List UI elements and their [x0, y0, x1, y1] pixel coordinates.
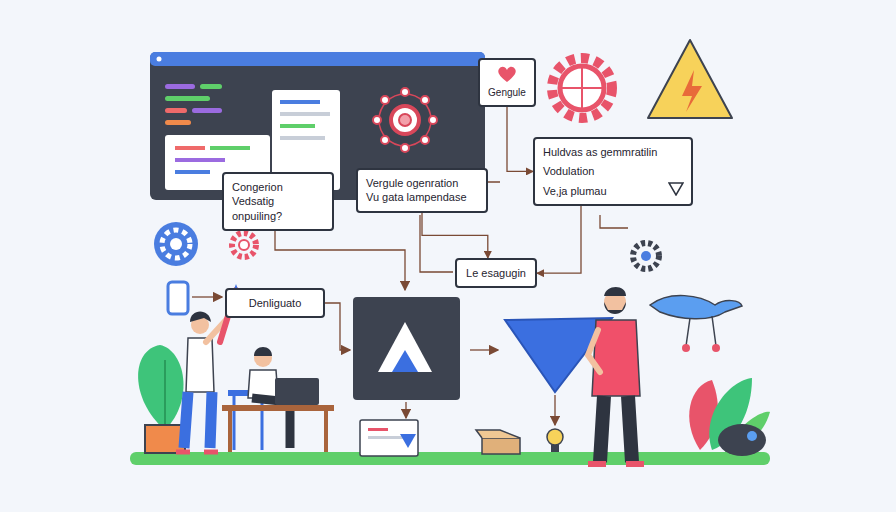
warning-sign: [648, 40, 732, 118]
node-text: Gengule: [484, 86, 530, 99]
node-text: Vodulation: [543, 164, 665, 178]
flow-connector: [507, 107, 533, 171]
node-text: Denliguato: [235, 296, 315, 310]
flow-connector: [422, 213, 488, 258]
process-box: Vergule ogenrationVu gata lampendase: [356, 168, 488, 213]
process-box: CongerionVedsatig onpuiling?: [222, 172, 334, 231]
node-text: Vu gata lampendase: [366, 190, 478, 204]
plant-left: [138, 345, 185, 453]
process-box: Denliguato: [225, 288, 325, 318]
node-text: Congerion: [232, 180, 324, 194]
ground: [130, 452, 770, 465]
process-box: Huldvas as gemmratilinVodulationVe,ja pl…: [533, 137, 693, 206]
node-text: Huldvas as gemmratilin: [543, 145, 665, 159]
bottom-items: [360, 420, 563, 456]
desk-worker: [222, 347, 334, 452]
dropdown-triangle: [668, 182, 684, 196]
flow-connector: [537, 206, 581, 273]
phone-icon: [168, 282, 188, 314]
node-text: Vergule ogenration: [366, 176, 478, 190]
node-text: Vedsatig onpuiling?: [232, 194, 324, 223]
man-figure: [588, 287, 644, 464]
center-block: [353, 297, 460, 400]
heart-icon: [497, 65, 517, 83]
process-box: Gengule: [478, 58, 536, 107]
bird: [650, 296, 742, 352]
network-hub: [373, 88, 437, 152]
process-box: Le esagugin: [455, 258, 537, 288]
node-text: Le esagugin: [465, 266, 527, 280]
plant-right: [689, 378, 770, 456]
node-text: Ve,ja plumau: [543, 184, 665, 198]
